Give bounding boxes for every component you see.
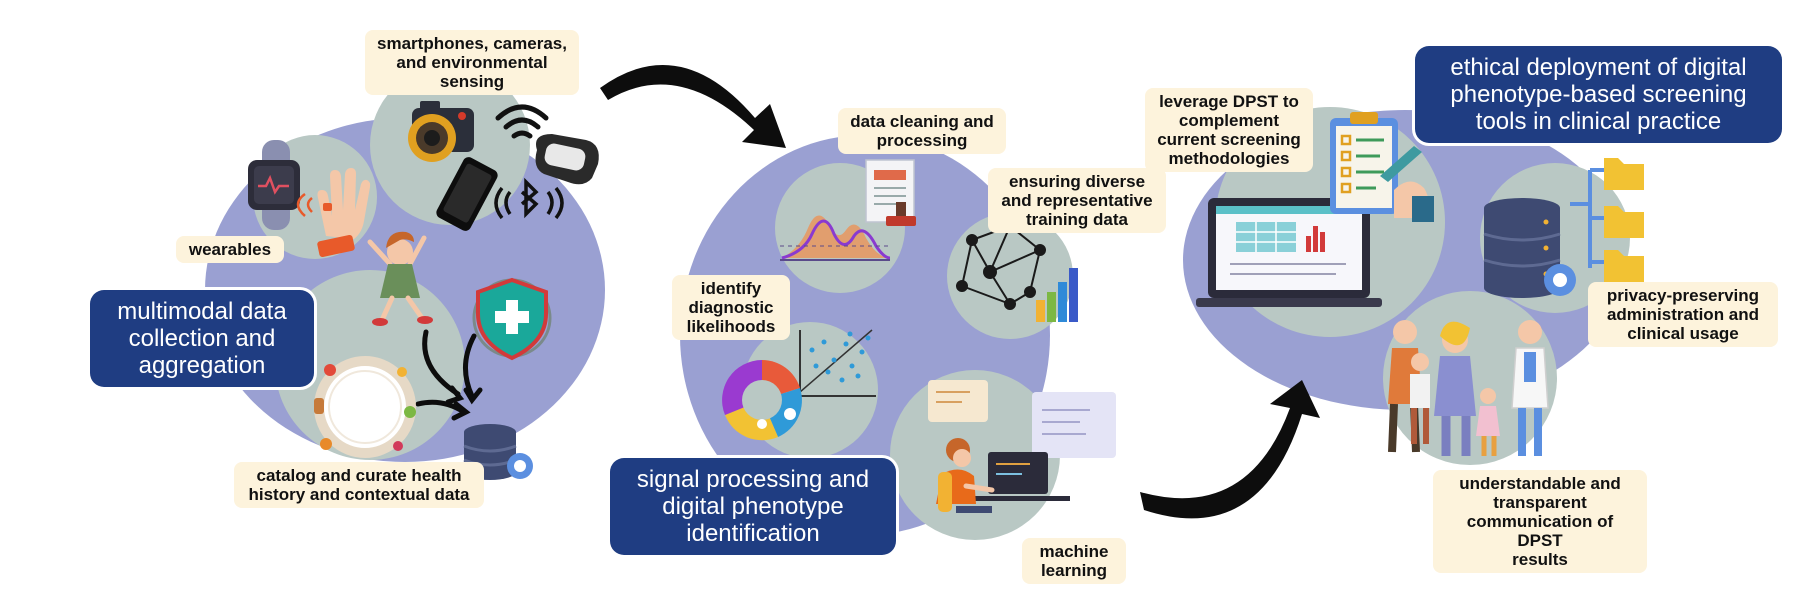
smartwatch-icon <box>248 140 300 230</box>
stage-2-group <box>680 135 1116 540</box>
clipboard-checklist-icon <box>1330 112 1434 222</box>
stage-3-title: ethical deployment of digital phenotype-… <box>1415 46 1782 143</box>
database-icon <box>1483 198 1576 298</box>
wifi-icon <box>495 104 549 139</box>
area-chart-icon <box>780 215 891 261</box>
label-leverage-dpst: leverage DPST to complement current scre… <box>1145 88 1313 172</box>
network-graph-icon <box>956 220 1046 310</box>
child-icon <box>367 231 433 326</box>
stage-1-group <box>205 65 605 480</box>
label-privacy-preserving: privacy-preserving administration and cl… <box>1588 282 1778 347</box>
hand-ring-icon <box>296 168 371 258</box>
smartphone-icon <box>436 157 498 231</box>
arrow-stage-2-to-3 <box>1140 380 1320 519</box>
bar-chart-icon <box>1036 268 1078 322</box>
label-sensing: smartphones, cameras, and environmental … <box>365 30 579 95</box>
label-wearables: wearables <box>176 236 284 263</box>
family-doctor-icon <box>1388 320 1549 456</box>
label-data-cleaning: data cleaning and processing <box>838 108 1006 154</box>
camera-icon <box>408 101 474 162</box>
label-machine-learning: machine learning <box>1022 538 1126 584</box>
shield-cross-icon <box>472 277 552 361</box>
gear-icon <box>507 453 533 479</box>
stage-3-group <box>1183 107 1644 465</box>
label-diagnostic-likelihoods: identify diagnostic likelihoods <box>672 275 790 340</box>
document-stamp-icon <box>865 159 916 226</box>
folder-tree-icon <box>1570 158 1644 282</box>
label-health-history: catalog and curate health history and co… <box>234 462 484 508</box>
person-at-computer-icon <box>928 380 1116 513</box>
vr-headset-icon <box>535 134 599 185</box>
food-plate-icon <box>314 356 416 458</box>
laptop-icon <box>1196 198 1382 307</box>
pie-chart-icon <box>722 360 802 441</box>
label-transparent-communication: understandable and transparent communica… <box>1433 470 1647 573</box>
scatter-plot-icon <box>799 329 876 397</box>
arrow-stage-1-to-2 <box>600 64 786 148</box>
stage-2-title: signal processing and digital phenotype … <box>610 458 896 555</box>
flow-arrows-icon <box>415 329 483 421</box>
label-diverse-training: ensuring diverse and representative trai… <box>988 168 1166 233</box>
bluetooth-icon <box>494 177 564 220</box>
stage-1-title: multimodal data collection and aggregati… <box>90 290 314 387</box>
